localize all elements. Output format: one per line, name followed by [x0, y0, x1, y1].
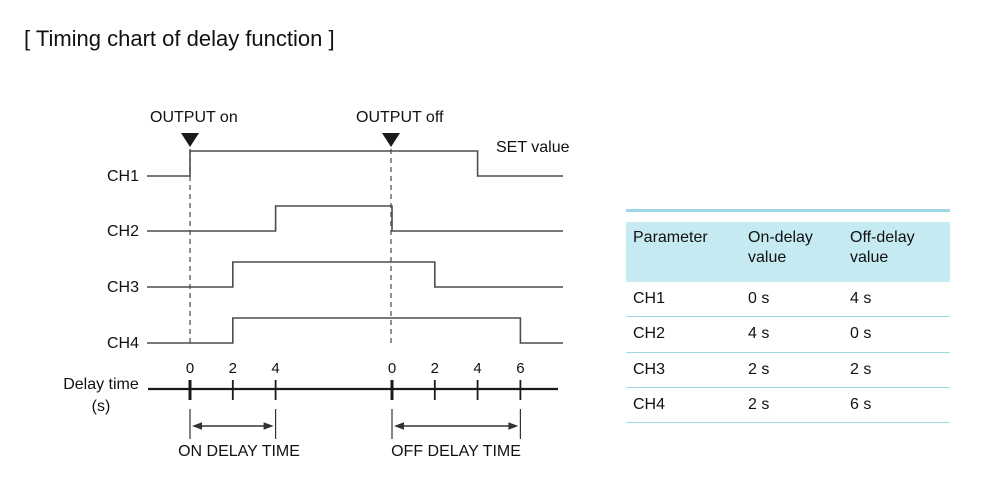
on-delay-arrowhead-right — [263, 422, 274, 430]
delay-time-unit: (s) — [91, 398, 111, 416]
delay-span-arrows — [189, 409, 522, 439]
axis-tick-label: 2 — [228, 360, 237, 377]
delay-time-axis-label: Delay time (s) — [48, 374, 154, 419]
channel-waveforms — [147, 150, 563, 344]
axis-tick-label: 0 — [185, 360, 195, 377]
table-row: CH3 2 s 2 s — [626, 353, 950, 388]
axis-tick-label: 6 — [516, 360, 525, 377]
cell-parameter: CH1 — [633, 290, 666, 308]
axis-tick-label: 0 — [387, 360, 397, 377]
cell-on_delay: 4 s — [748, 325, 770, 343]
cell-off_delay: 0 s — [850, 325, 872, 343]
cell-off_delay: 4 s — [850, 290, 872, 308]
cell-on_delay: 2 s — [748, 395, 770, 413]
header-parameter: Parameter — [633, 229, 708, 246]
off-delay-arrowhead-right — [508, 422, 519, 430]
table-body: CH1 0 s 4 s CH2 4 s 0 s CH3 2 s 2 s CH4 2 s 6 s — [626, 282, 950, 423]
table-top-accent-line — [626, 209, 950, 212]
cell-on_delay: 2 s — [748, 360, 770, 378]
output-off-marker-icon — [382, 133, 400, 147]
axis-tick-label: 4 — [473, 360, 482, 377]
off-delay-caption: OFF DELAY TIME — [391, 443, 521, 460]
on-delay-arrowhead-left — [192, 422, 202, 430]
axis-tick-label: 4 — [271, 360, 280, 377]
cell-parameter: CH4 — [633, 395, 666, 413]
off-delay-arrowhead-left — [394, 422, 404, 430]
waveform-ch2 — [147, 205, 563, 232]
table-header-row: Parameter On-delay value Off-delay value — [626, 222, 950, 282]
cell-parameter: CH3 — [633, 360, 666, 378]
on-delay-caption: ON DELAY TIME — [178, 443, 300, 460]
channel-label-ch1: CH1 — [107, 168, 140, 185]
header-on-delay: On-delay value — [748, 229, 813, 266]
channel-label-ch3: CH3 — [107, 279, 140, 296]
output-off-label: OUTPUT off — [356, 109, 444, 126]
set-value-label: SET value — [496, 139, 570, 156]
page-title: [ Timing chart of delay function ] — [24, 26, 335, 51]
waveform-ch3 — [147, 261, 563, 288]
channel-label-ch4: CH4 — [107, 335, 140, 352]
table-row: CH2 4 s 0 s — [626, 317, 950, 353]
delay-parameter-table: Parameter On-delay value Off-delay value… — [626, 209, 950, 423]
waveform-ch4 — [147, 317, 563, 344]
table-row: CH4 2 s 6 s — [626, 388, 950, 423]
cell-off_delay: 2 s — [850, 360, 872, 378]
output-on-label: OUTPUT on — [150, 109, 238, 126]
cell-on_delay: 0 s — [748, 290, 770, 308]
channel-label-ch2: CH2 — [107, 223, 140, 240]
output-on-marker-icon — [181, 133, 199, 147]
axis-tick-label: 2 — [430, 360, 439, 377]
delay-time-text: Delay time — [63, 376, 139, 393]
table-row: CH1 0 s 4 s — [626, 282, 950, 318]
axis-ticks — [188, 380, 522, 400]
cell-parameter: CH2 — [633, 325, 666, 343]
header-off-delay: Off-delay value — [850, 229, 915, 266]
cell-off_delay: 6 s — [850, 395, 872, 413]
